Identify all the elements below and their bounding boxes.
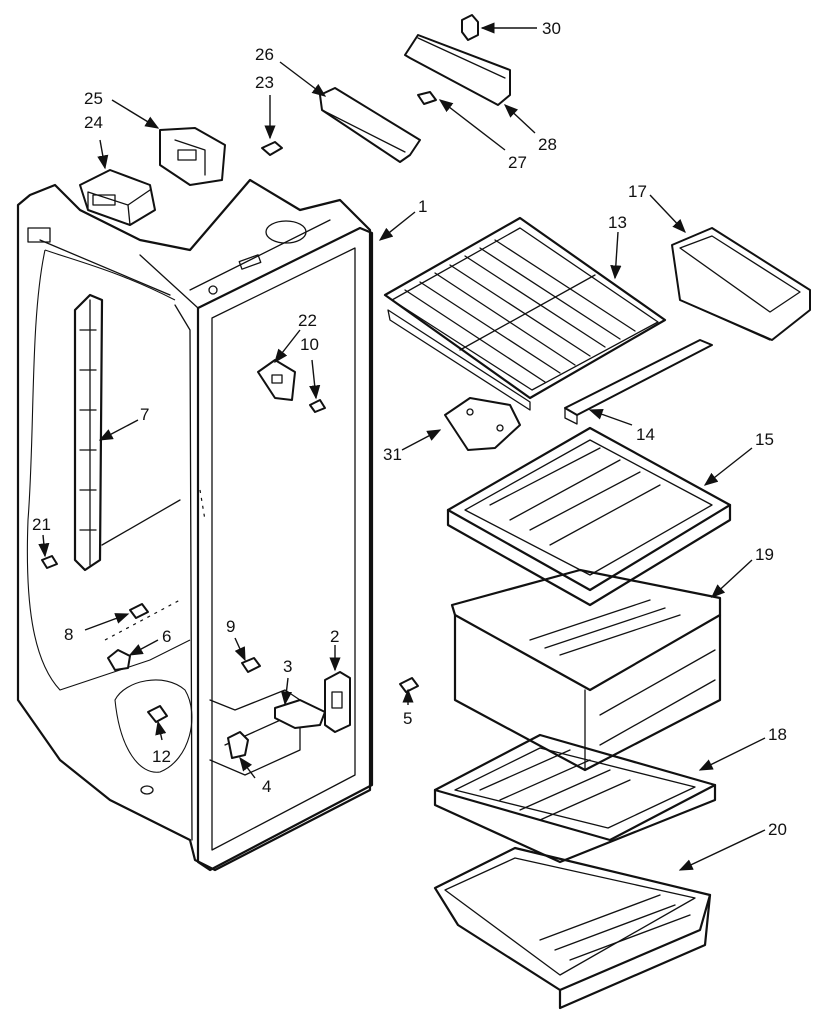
light-bracket-part-28 [404,34,511,106]
clip-part-6 [107,649,131,671]
screw-part-21 [41,555,58,569]
callout-28: 28 [538,135,557,154]
callout-12: 12 [152,747,171,766]
callout-21: 21 [32,515,51,534]
bracket-part-3 [274,699,326,729]
callout-23: 23 [255,73,274,92]
callout-5: 5 [403,709,412,728]
callout-labels: 30 28 27 26 23 25 24 1 17 13 14 31 15 19… [32,19,787,839]
callout-15: 15 [755,430,774,449]
callout-1: 1 [418,197,427,216]
callout-3: 3 [283,657,292,676]
dairy-bin-part-17 [671,227,811,341]
callout-9: 9 [226,617,235,636]
callout-24: 24 [84,113,103,132]
control-housing-part-24 [79,169,156,226]
callout-27: 27 [508,153,527,172]
crisper-drawer-part-19 [450,568,722,772]
callout-7: 7 [140,405,149,424]
hinge-bracket-part-2 [324,671,351,733]
callout-30: 30 [542,19,561,38]
callout-13: 13 [608,213,627,232]
screw-part-5 [399,677,419,693]
upper-rail-part-26 [319,87,421,163]
shelf-ladder-part-7 [73,293,181,572]
fastener-part-9 [241,657,261,673]
shield-part-31 [444,397,521,451]
callout-14: 14 [636,425,655,444]
cap-part-4 [227,731,249,759]
leader-lines [38,22,766,871]
callout-18: 18 [768,725,787,744]
callout-10: 10 [300,335,319,354]
callout-6: 6 [162,627,171,646]
callout-20: 20 [768,820,787,839]
callout-8: 8 [64,625,73,644]
bracket-part-22 [257,359,296,401]
cabinet-liner [16,178,374,872]
screw-part-27 [417,91,437,105]
callout-17: 17 [628,182,647,201]
screw-part-10 [309,399,326,413]
shelf-rail-part-14 [564,339,713,425]
bracket-part-25 [159,127,226,186]
screw-part-23 [261,141,283,156]
fastener-part-12 [147,705,168,723]
fastener-part-8 [129,603,149,619]
clip-part-30 [461,14,479,41]
callout-2: 2 [330,627,339,646]
meat-drawer-part-20 [433,846,712,1010]
callout-19: 19 [755,545,774,564]
wire-shelf-part-13 [383,216,667,411]
callout-25: 25 [84,89,103,108]
callout-22: 22 [298,311,317,330]
callout-4: 4 [262,777,271,796]
callout-26: 26 [255,45,274,64]
crisper-cover-part-18 [433,733,717,864]
glass-shelf-part-15 [446,426,732,607]
callout-31: 31 [383,445,402,464]
